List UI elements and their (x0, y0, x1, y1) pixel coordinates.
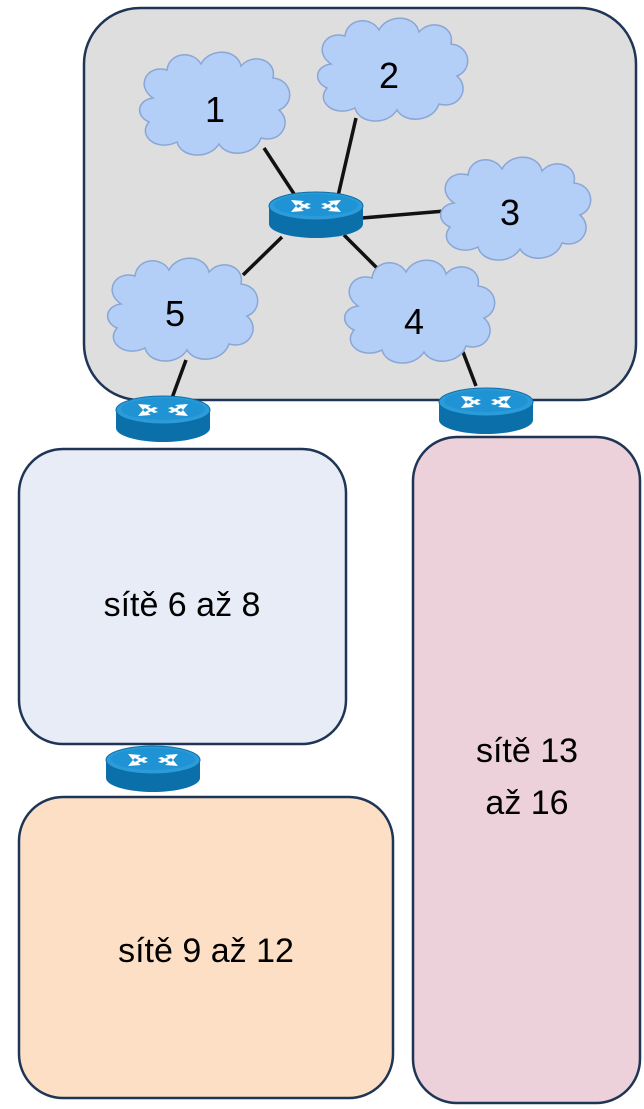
router-icon (438, 387, 534, 435)
router-icon (268, 191, 364, 239)
link-router-cloud-5 (241, 235, 284, 277)
cloud-3: 3 (439, 156, 592, 261)
cloud-5: 5 (106, 257, 259, 362)
cloud-4-label: 4 (404, 301, 424, 342)
link-router-cloud-2 (336, 117, 358, 197)
router-icon (115, 395, 211, 443)
link-router-cloud-3 (361, 209, 446, 220)
link-cloud4-router-right (461, 351, 478, 387)
link-router-cloud-1 (262, 147, 300, 201)
router-icon (105, 745, 201, 793)
cloud-2-label: 2 (379, 55, 399, 96)
router-right (438, 387, 534, 435)
region-right-label-line2: až 16 (485, 784, 568, 822)
region-left-upper-label: sítě 6 až 8 (104, 586, 261, 624)
router-left-top (115, 395, 211, 443)
region-left-lower-label: sítě 9 až 12 (118, 932, 294, 970)
cloud-2: 2 (316, 17, 469, 122)
region-left-upper (17, 447, 348, 746)
region-left-lower (17, 795, 395, 1100)
region-right (411, 435, 642, 1105)
cloud-1: 1 (138, 51, 291, 156)
link-cloud5-router-left (170, 359, 188, 399)
cloud-3-label: 3 (500, 192, 520, 233)
cloud-4: 4 (343, 259, 496, 364)
cloud-1-label: 1 (205, 89, 225, 130)
region-right-label-line1: sítě 13 (476, 732, 578, 770)
router-left-bottom (105, 745, 201, 793)
cloud-5-label: 5 (165, 293, 185, 334)
router-core (268, 191, 364, 239)
